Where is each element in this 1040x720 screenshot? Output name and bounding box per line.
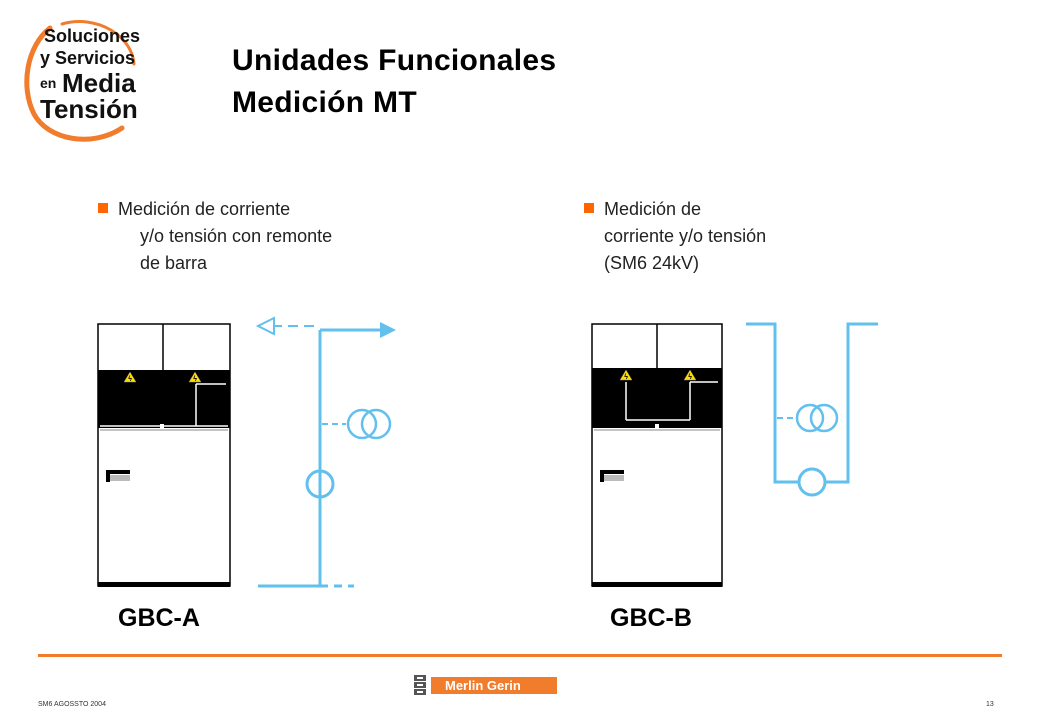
merlin-gerin-mark-icon bbox=[413, 674, 427, 696]
logo-line-4: Media bbox=[62, 68, 136, 98]
arrow-right-icon bbox=[380, 322, 396, 338]
bullet-square-icon bbox=[98, 203, 108, 213]
voltage-transformer-icon bbox=[346, 408, 392, 440]
left-bullet: Medición de corriente y/o tensión con re… bbox=[98, 196, 408, 277]
page-title-line-2: Medición MT bbox=[232, 86, 417, 119]
cabinet-gbc-a bbox=[97, 323, 231, 587]
unit-label-gbc-a: GBC-A bbox=[118, 604, 200, 632]
brand-logo: Soluciones y Servicios en Media Tensión bbox=[22, 16, 152, 148]
left-bullet-line-1: Medición de corriente bbox=[118, 199, 291, 219]
page-title-line-1: Unidades Funcionales bbox=[232, 44, 557, 77]
logo-line-3: en bbox=[40, 75, 57, 91]
unit-label-gbc-b: GBC-B bbox=[610, 604, 692, 632]
logo-line-1: Soluciones bbox=[44, 26, 141, 46]
footer-date: SM6 AGOSSTO 2004 bbox=[38, 701, 106, 708]
arrow-left-outline-icon bbox=[255, 316, 275, 336]
voltage-transformer-icon bbox=[795, 403, 839, 433]
right-bullet: Medición de corriente y/o tensión (SM6 2… bbox=[584, 196, 864, 277]
right-bullet-line-3: (SM6 24kV) bbox=[604, 253, 700, 273]
left-bullet-line-3: de barra bbox=[140, 253, 208, 273]
logo-line-5: Tensión bbox=[40, 94, 138, 124]
line-diagram-b bbox=[746, 322, 878, 497]
logo-line-2: y Servicios bbox=[40, 48, 136, 68]
brand-name: Merlin Gerin bbox=[431, 677, 557, 694]
page-number: 13 bbox=[986, 701, 994, 708]
logo-swoosh-icon bbox=[24, 20, 136, 142]
cabinet-gbc-b bbox=[591, 323, 723, 587]
left-bullet-line-2: y/o tensión con remonte bbox=[140, 226, 333, 246]
line-diagram-a bbox=[255, 316, 396, 588]
bullet-square-icon bbox=[584, 203, 594, 213]
right-bullet-line-2: corriente y/o tensión bbox=[604, 226, 767, 246]
footer-divider bbox=[38, 654, 1002, 657]
current-transformer-icon bbox=[797, 467, 827, 497]
current-transformer-icon bbox=[305, 469, 335, 499]
right-bullet-line-1: Medición de bbox=[604, 199, 702, 219]
